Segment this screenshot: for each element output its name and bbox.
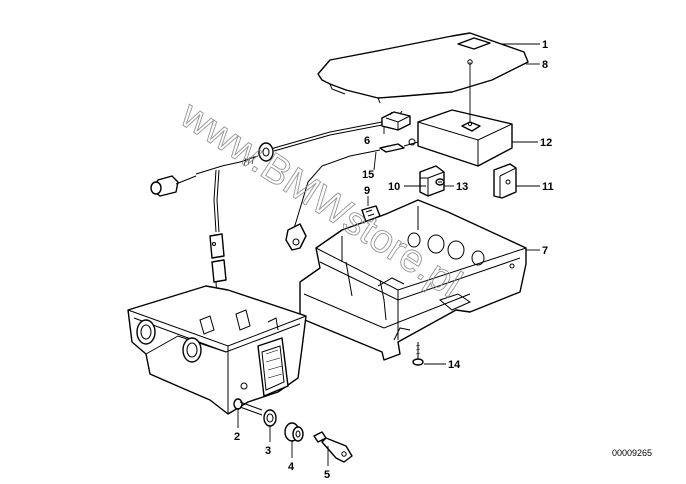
angle-bracket xyxy=(419,165,445,197)
callout-10: 10 xyxy=(388,181,400,193)
cable-main-return xyxy=(273,124,383,152)
sensor-wire xyxy=(285,141,419,251)
callout-2: 2 xyxy=(234,431,240,443)
lock-shaft xyxy=(233,398,277,427)
callout-12: 12 xyxy=(540,137,552,149)
leader-lines xyxy=(237,43,540,466)
main-housing xyxy=(299,199,527,361)
callout-1: 1 xyxy=(542,39,548,51)
callout-7: 7 xyxy=(542,245,548,257)
lock-nut xyxy=(284,422,304,442)
connector-plug xyxy=(381,110,411,131)
cable-grommet xyxy=(195,142,274,175)
key xyxy=(313,431,353,463)
screw-14 xyxy=(412,342,424,366)
callout-8: 8 xyxy=(542,59,548,71)
callout-9: 9 xyxy=(364,185,370,197)
callout-5: 5 xyxy=(324,469,330,481)
callout-4: 4 xyxy=(288,461,295,473)
screw-13 xyxy=(435,178,445,186)
lower-housing xyxy=(127,285,307,415)
control-unit xyxy=(408,109,513,167)
callout-3: 3 xyxy=(265,445,271,457)
cable-end-plug xyxy=(150,175,197,197)
diagram-reference-number: 00009265 xyxy=(612,448,652,458)
callout-labels: 1 8 6 12 15 9 10 13 11 7 14 2 3 4 5 xyxy=(234,39,554,481)
cover-plate xyxy=(317,32,529,104)
side-bracket xyxy=(493,163,517,199)
callout-14: 14 xyxy=(448,359,461,371)
callout-6: 6 xyxy=(364,135,370,147)
callout-11: 11 xyxy=(542,181,554,193)
callout-15: 15 xyxy=(362,169,374,181)
callout-13: 13 xyxy=(456,181,468,193)
